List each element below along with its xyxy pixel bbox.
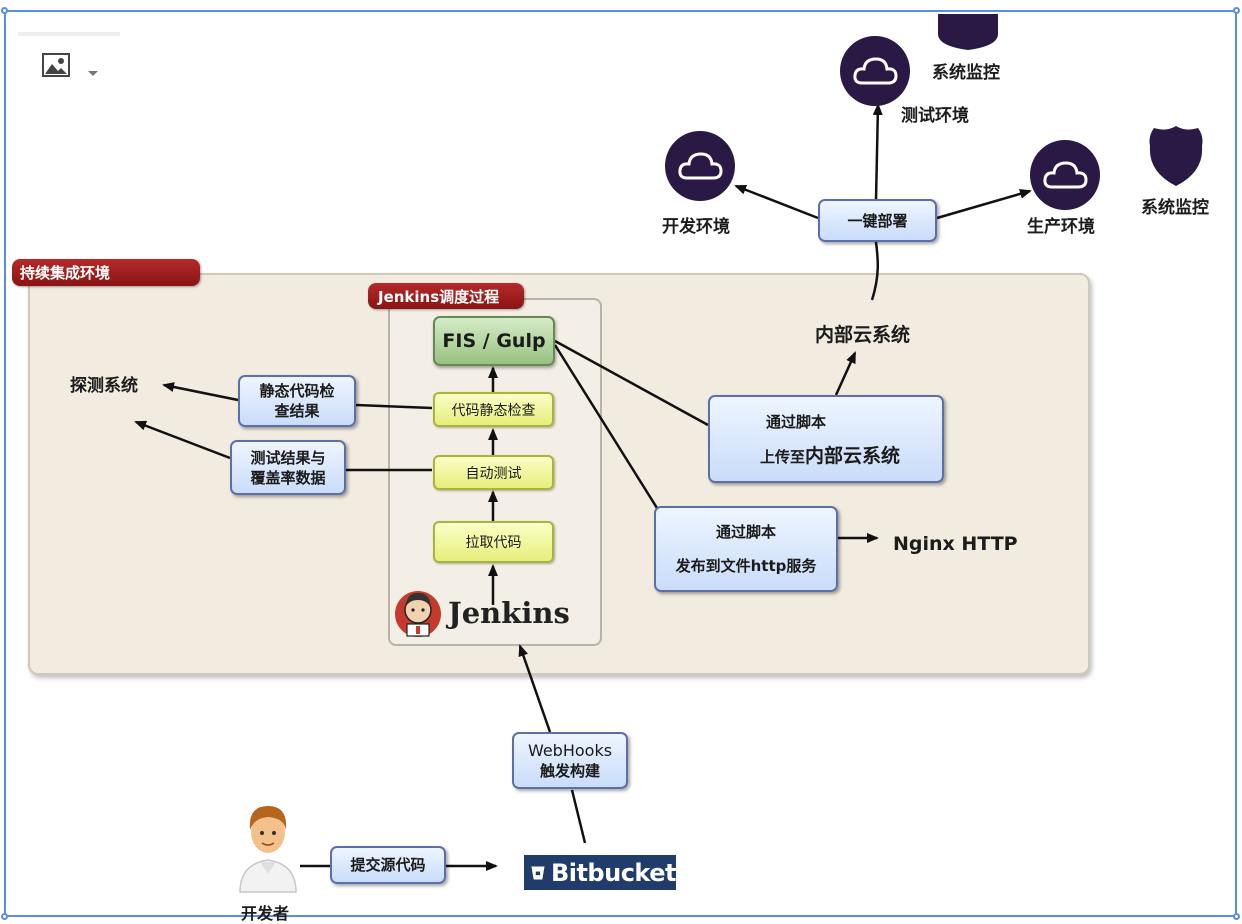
image-icon[interactable]: [42, 53, 70, 81]
upload-script-prefix: 上传至: [760, 447, 806, 466]
webhooks-line1: WebHooks: [527, 740, 613, 760]
bitbucket-icon: [531, 865, 545, 880]
developer-label: 开发者: [241, 904, 290, 923]
publish-script-line1: 通过脚本: [715, 523, 776, 541]
resize-handle-top-right[interactable]: [1233, 7, 1240, 14]
resize-handle-top-left[interactable]: [1, 7, 8, 14]
nginx-http-label: Nginx HTTP: [893, 533, 1018, 555]
image-toolbar: [18, 32, 120, 36]
commit-source-box: 提交源代码: [330, 846, 446, 884]
upload-script-line1: 通过脚本: [766, 412, 827, 431]
dev-env-label: 开发环境: [662, 217, 730, 237]
static-result-line1: 静态代码检: [259, 382, 335, 400]
test-env-cloud-icon: [840, 36, 910, 106]
pull-code-step: 拉取代码: [433, 521, 554, 563]
jenkins-process-label: Jenkins调度过程: [368, 283, 524, 309]
developer-avatar: [236, 800, 300, 898]
upload-script-target: 内部云系统: [805, 444, 901, 467]
publish-script-line2: 发布到文件http服务: [675, 557, 817, 575]
fis-gulp-step: FIS / Gulp: [433, 316, 555, 366]
upload-script-line2: 上传至内部云系统: [760, 446, 900, 467]
publish-script-box: 通过脚本 发布到文件http服务: [654, 506, 838, 592]
ci-environment-label: 持续集成环境: [12, 259, 200, 286]
monitor-shield-icon: [1144, 124, 1208, 192]
static-result-line2: 查结果: [274, 402, 320, 420]
dev-env-cloud-icon: [665, 131, 735, 201]
jenkins-butler-icon: [394, 584, 442, 644]
test-env-label: 测试环境: [901, 106, 969, 126]
caret-down-icon[interactable]: [88, 62, 98, 81]
coverage-result-line2: 覆盖率数据: [250, 468, 326, 487]
monitor-badge-icon: [936, 12, 1000, 56]
webhooks-line2: 触发构建: [539, 761, 600, 780]
one-click-deploy-box: 一键部署: [818, 199, 937, 242]
resize-handle-bottom-right[interactable]: [1233, 913, 1240, 920]
resize-handle-bottom-left[interactable]: [1, 913, 8, 920]
upload-script-box: 通过脚本 上传至内部云系统: [708, 395, 944, 483]
prod-env-label: 生产环境: [1027, 217, 1095, 237]
coverage-result-line1: 测试结果与: [250, 448, 326, 467]
canvas-frame: [4, 10, 1237, 917]
static-check-step: 代码静态检查: [433, 392, 554, 427]
jenkins-logo-text: Jenkins: [448, 596, 570, 630]
internal-cloud-label: 内部云系统: [815, 324, 911, 346]
bitbucket-logo: Bitbucket: [524, 855, 677, 890]
auto-test-step: 自动测试: [433, 455, 554, 490]
coverage-result-box: 测试结果与覆盖率数据: [230, 440, 346, 495]
static-result-box: 静态代码检查结果: [238, 375, 356, 427]
monitor-right-label: 系统监控: [1141, 198, 1209, 218]
bitbucket-text: Bitbucket: [550, 858, 677, 887]
monitor-top-label: 系统监控: [932, 63, 1000, 83]
probe-system-label: 探测系统: [70, 376, 138, 396]
prod-env-cloud-icon: [1030, 140, 1100, 210]
